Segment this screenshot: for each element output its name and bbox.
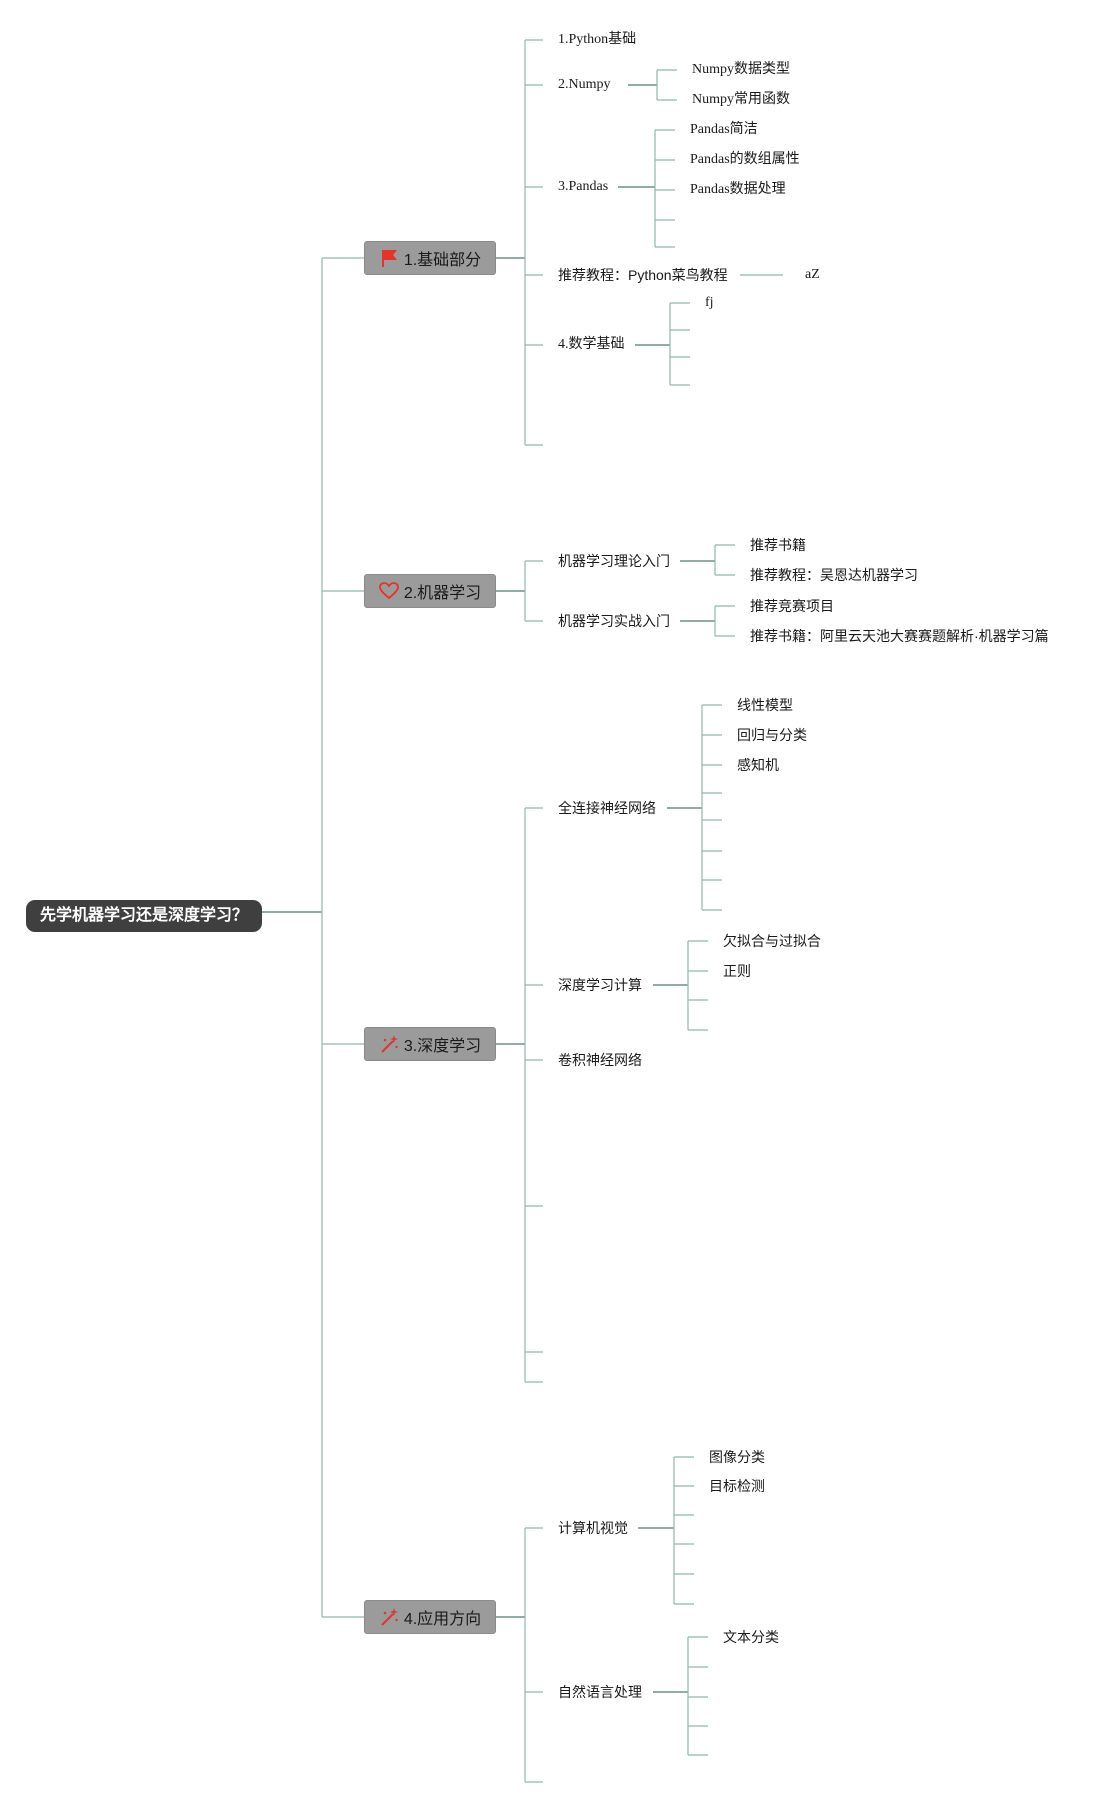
subtopic-label[interactable]: 自然语言处理	[558, 1684, 642, 1700]
subtopic-label[interactable]: 1.Python基础	[558, 32, 637, 47]
subtopic-label[interactable]: 2.Numpy	[558, 77, 611, 92]
main-topic-label: 4.应用方向	[403, 1611, 482, 1628]
leaf-label[interactable]: Numpy数据类型	[692, 62, 790, 77]
subtopic-label[interactable]: 3.Pandas	[558, 179, 609, 194]
leaf-label[interactable]: 图像分类	[709, 1449, 765, 1465]
subtopic-label[interactable]: 卷积神经网络	[558, 1052, 642, 1068]
leaf-label[interactable]: 感知机	[737, 757, 779, 773]
subtopic-label[interactable]: 深度学习计算	[558, 977, 642, 993]
magic-wand-icon	[381, 1608, 398, 1626]
subtopic-label[interactable]: 4.数学基础	[558, 337, 625, 352]
heart-icon	[378, 582, 399, 600]
main-topic-3[interactable]: 3.深度学习	[364, 1027, 496, 1061]
leaf-label[interactable]: Pandas简洁	[690, 122, 758, 137]
main-topic-label: 2.机器学习	[403, 585, 482, 602]
root-topic[interactable]: 先学机器学习还是深度学习？	[26, 900, 262, 932]
subtopic-label[interactable]: 推荐教程：Python菜鸟教程	[558, 267, 728, 283]
leaf-label[interactable]: aZ	[805, 267, 820, 282]
main-topic-2[interactable]: 2.机器学习	[364, 574, 496, 608]
main-topic-label: 1.基础部分	[403, 252, 482, 269]
leaf-label[interactable]: Pandas的数组属性	[690, 152, 800, 167]
subtopic-label[interactable]: 机器学习实战入门	[558, 613, 670, 629]
main-topic-1[interactable]: 1.基础部分	[364, 241, 496, 275]
leaf-label[interactable]: 正则	[723, 963, 751, 979]
leaf-label[interactable]: 回归与分类	[737, 727, 807, 743]
leaf-label[interactable]: 目标检测	[709, 1478, 765, 1494]
leaf-label[interactable]: 欠拟合与过拟合	[723, 933, 821, 949]
subtopic-label[interactable]: 全连接神经网络	[558, 800, 656, 816]
leaf-label[interactable]: 推荐教程：吴恩达机器学习	[750, 567, 918, 583]
magic-wand-icon	[381, 1035, 398, 1053]
leaf-label[interactable]: fj	[705, 295, 714, 310]
main-topic-label: 3.深度学习	[403, 1038, 482, 1055]
leaf-label[interactable]: Numpy常用函数	[692, 92, 790, 107]
leaf-label[interactable]: 线性模型	[737, 697, 793, 713]
leaf-label[interactable]: 推荐书籍：阿里云天池大赛赛题解析·机器学习篇	[750, 628, 1049, 644]
subtopic-label[interactable]: 计算机视觉	[558, 1520, 628, 1536]
main-topic-4[interactable]: 4.应用方向	[364, 1600, 496, 1634]
root-topic-label: 先学机器学习还是深度学习？	[39, 907, 248, 924]
leaf-label[interactable]: Pandas数据处理	[690, 182, 786, 197]
flag-icon	[381, 250, 397, 267]
leaf-label[interactable]: 推荐竞赛项目	[750, 598, 834, 614]
leaf-label[interactable]: 推荐书籍	[750, 537, 806, 553]
leaf-label[interactable]: 文本分类	[723, 1629, 779, 1645]
subtopic-label[interactable]: 机器学习理论入门	[558, 553, 670, 569]
